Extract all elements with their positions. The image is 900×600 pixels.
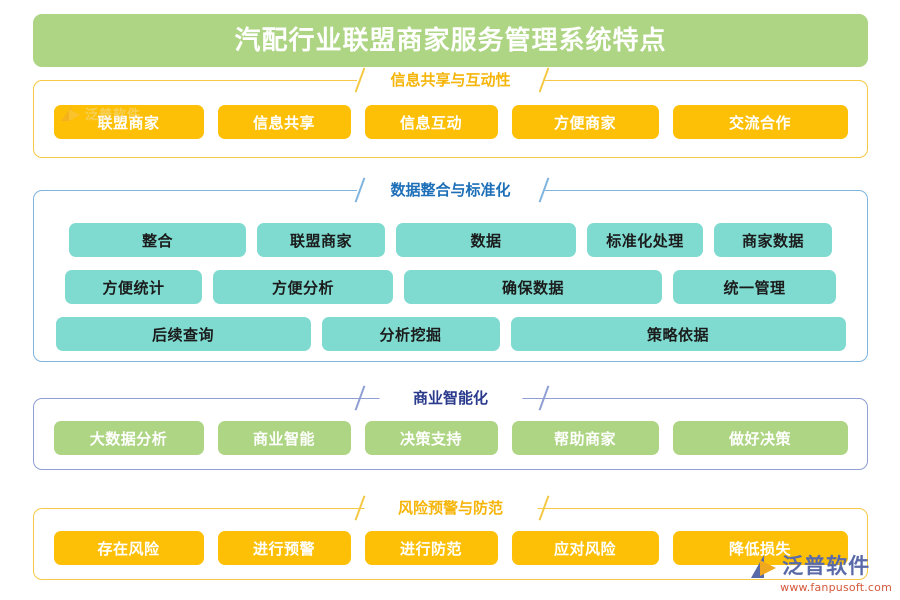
chip-risk-warning-3[interactable]: 进行防范 (364, 531, 498, 565)
chip-info-sharing-3[interactable]: 信息互动 (364, 105, 498, 139)
chip-business-intelligence-1[interactable]: 大数据分析 (53, 421, 204, 455)
page-header-banner: 汽配行业联盟商家服务管理系统特点 (33, 14, 868, 67)
chip-data-integration-3[interactable]: 数据 (396, 223, 576, 257)
section-info-sharing: 信息共享与互动性 联盟商家信息共享信息互动方便商家交流合作 (33, 67, 868, 158)
chip-row: 方便统计方便分析确保数据统一管理 (34, 270, 867, 304)
title-slash-right-icon (538, 495, 549, 521)
section-title-info-sharing: 信息共享与互动性 (356, 70, 545, 90)
chip-row: 大数据分析商业智能决策支持帮助商家做好决策 (34, 421, 867, 455)
section-risk-warning: 风险预警与防范 存在风险进行预警进行防范应对风险降低损失 (33, 495, 868, 580)
chip-data-integration-5[interactable]: 商家数据 (714, 223, 832, 257)
chip-row: 联盟商家信息共享信息互动方便商家交流合作 (34, 105, 867, 139)
chip-risk-warning-4[interactable]: 应对风险 (511, 531, 659, 565)
chip-business-intelligence-4[interactable]: 帮助商家 (511, 421, 659, 455)
chip-info-sharing-5[interactable]: 交流合作 (672, 105, 848, 139)
chip-business-intelligence-3[interactable]: 决策支持 (364, 421, 498, 455)
chip-data-integration-1[interactable]: 后续查询 (55, 317, 311, 351)
page-title: 汽配行业联盟商家服务管理系统特点 (234, 25, 667, 56)
chip-business-intelligence-5[interactable]: 做好决策 (672, 421, 848, 455)
section-business-intelligence: 商业智能化 大数据分析商业智能决策支持帮助商家做好决策 (33, 385, 868, 470)
chip-row: 后续查询分析挖掘策略依据 (34, 317, 867, 351)
chip-data-integration-1[interactable]: 方便统计 (65, 270, 202, 304)
section-title-business-intelligence: 商业智能化 (378, 388, 523, 408)
chip-row: 存在风险进行预警进行防范应对风险降低损失 (34, 531, 867, 565)
brand-url: www.fanpusoft.com (780, 581, 892, 594)
section-title-risk-warning: 风险预警与防范 (363, 498, 538, 518)
chip-data-integration-3[interactable]: 确保数据 (404, 270, 662, 304)
chip-risk-warning-1[interactable]: 存在风险 (53, 531, 204, 565)
chip-info-sharing-4[interactable]: 方便商家 (511, 105, 659, 139)
chip-data-integration-2[interactable]: 方便分析 (213, 270, 393, 304)
section-title-data-integration: 数据整合与标准化 (356, 180, 545, 200)
title-slash-left-icon (354, 385, 365, 411)
title-slash-right-icon (538, 385, 549, 411)
chip-data-integration-4[interactable]: 统一管理 (673, 270, 836, 304)
chip-row: 整合联盟商家数据标准化处理商家数据 (34, 223, 867, 257)
section-data-integration: 数据整合与标准化 整合联盟商家数据标准化处理商家数据 方便统计方便分析确保数据统… (33, 177, 868, 362)
chip-data-integration-2[interactable]: 联盟商家 (257, 223, 385, 257)
chip-business-intelligence-2[interactable]: 商业智能 (217, 421, 351, 455)
chip-data-integration-3[interactable]: 策略依据 (510, 317, 846, 351)
chip-data-integration-4[interactable]: 标准化处理 (587, 223, 703, 257)
chip-info-sharing-1[interactable]: 联盟商家 (53, 105, 204, 139)
chip-risk-warning-2[interactable]: 进行预警 (217, 531, 351, 565)
chip-info-sharing-2[interactable]: 信息共享 (217, 105, 351, 139)
chip-data-integration-2[interactable]: 分析挖掘 (321, 317, 500, 351)
chip-risk-warning-5[interactable]: 降低损失 (672, 531, 848, 565)
chip-data-integration-1[interactable]: 整合 (69, 223, 246, 257)
